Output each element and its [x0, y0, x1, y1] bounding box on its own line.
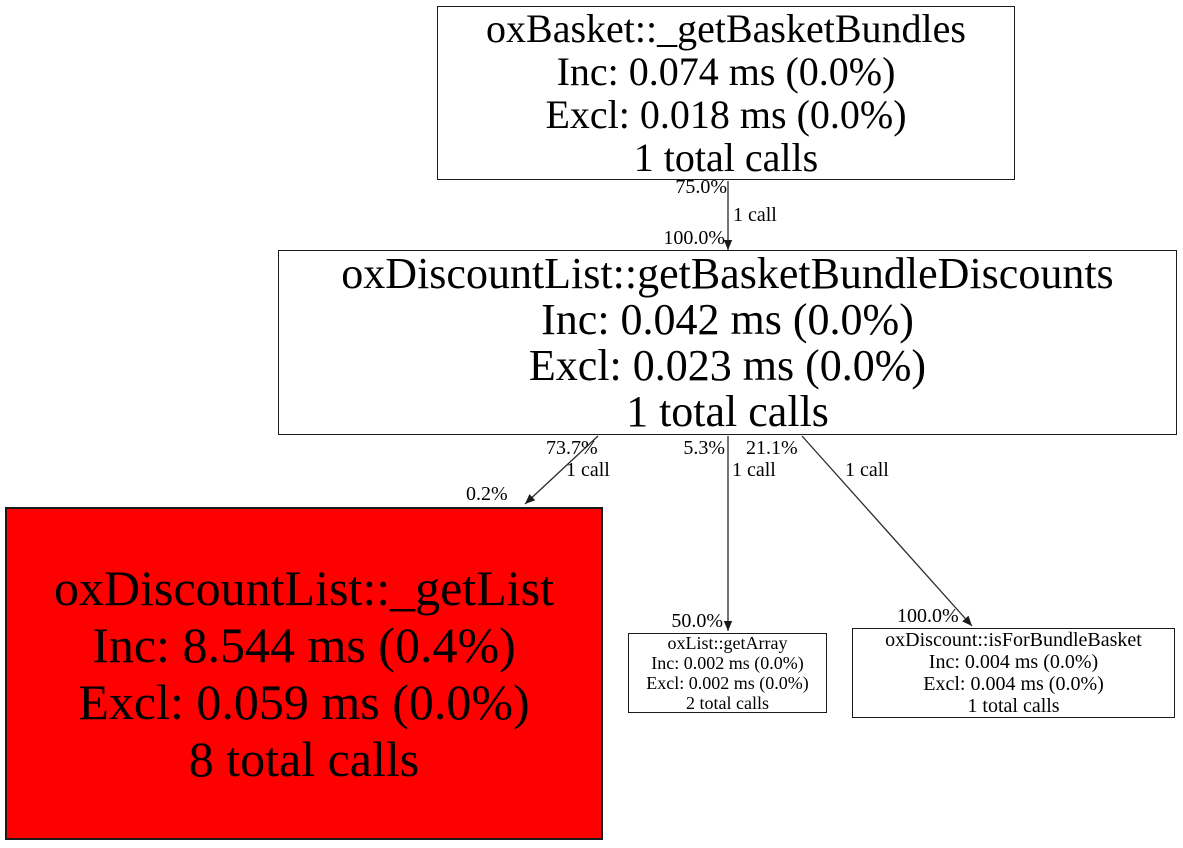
edge-target-percent: 50.0% [671, 610, 723, 632]
node-inclusive-time: Inc: 0.004 ms (0.0%) [928, 651, 1099, 673]
node-inclusive-time: Inc: 8.544 ms (0.4%) [92, 616, 516, 673]
node-title: oxBasket::_getBasketBundles [486, 6, 966, 51]
node-oxdiscountlist-getbasketbundlediscounts[interactable]: oxDiscountList::getBasketBundleDiscounts… [278, 250, 1177, 435]
edge-call-count: 1 call [566, 459, 610, 481]
node-exclusive-time: Excl: 0.059 ms (0.0%) [78, 673, 530, 730]
node-inclusive-time: Inc: 0.074 ms (0.0%) [556, 49, 896, 94]
node-title: oxDiscount::isForBundleBasket [885, 629, 1142, 651]
node-total-calls: 8 total calls [188, 730, 420, 787]
edge-call-count: 1 call [732, 459, 776, 481]
node-oxdiscount-isforbundlebasket[interactable]: oxDiscount::isForBundleBasket Inc: 0.004… [852, 628, 1175, 718]
node-inclusive-time: Inc: 0.002 ms (0.0%) [651, 653, 804, 673]
node-total-calls: 1 total calls [967, 695, 1060, 717]
node-oxlist-getarray[interactable]: oxList::getArray Inc: 0.002 ms (0.0%) Ex… [628, 633, 827, 713]
node-exclusive-time: Excl: 0.004 ms (0.0%) [923, 673, 1104, 695]
node-exclusive-time: Excl: 0.002 ms (0.0%) [646, 673, 809, 693]
node-oxbasket-getbasketbundles[interactable]: oxBasket::_getBasketBundles Inc: 0.074 m… [437, 6, 1015, 180]
edge-source-percent: 21.1% [746, 437, 798, 459]
edge-target-percent: 100.0% [663, 227, 725, 249]
node-exclusive-time: Excl: 0.018 ms (0.0%) [545, 92, 907, 137]
node-oxdiscountlist-getlist-hotspot[interactable]: oxDiscountList::_getList Inc: 8.544 ms (… [5, 507, 603, 840]
node-title: oxList::getArray [667, 633, 788, 653]
edge-source-percent: 5.3% [683, 437, 725, 459]
node-exclusive-time: Excl: 0.023 ms (0.0%) [528, 340, 927, 390]
edge-source-percent: 73.7% [546, 437, 598, 459]
node-inclusive-time: Inc: 0.042 ms (0.0%) [541, 294, 914, 344]
node-total-calls: 1 total calls [626, 386, 829, 435]
edge-call-count: 1 call [733, 204, 777, 226]
edge-call-count: 1 call [845, 459, 889, 481]
edge-source-percent: 75.0% [675, 176, 727, 198]
node-title: oxDiscountList::_getList [54, 559, 554, 616]
node-total-calls: 2 total calls [686, 693, 769, 713]
edge-target-percent: 100.0% [897, 605, 959, 627]
edge-target-percent: 0.2% [466, 483, 508, 505]
node-total-calls: 1 total calls [633, 135, 819, 180]
node-title: oxDiscountList::getBasketBundleDiscounts [341, 250, 1114, 298]
